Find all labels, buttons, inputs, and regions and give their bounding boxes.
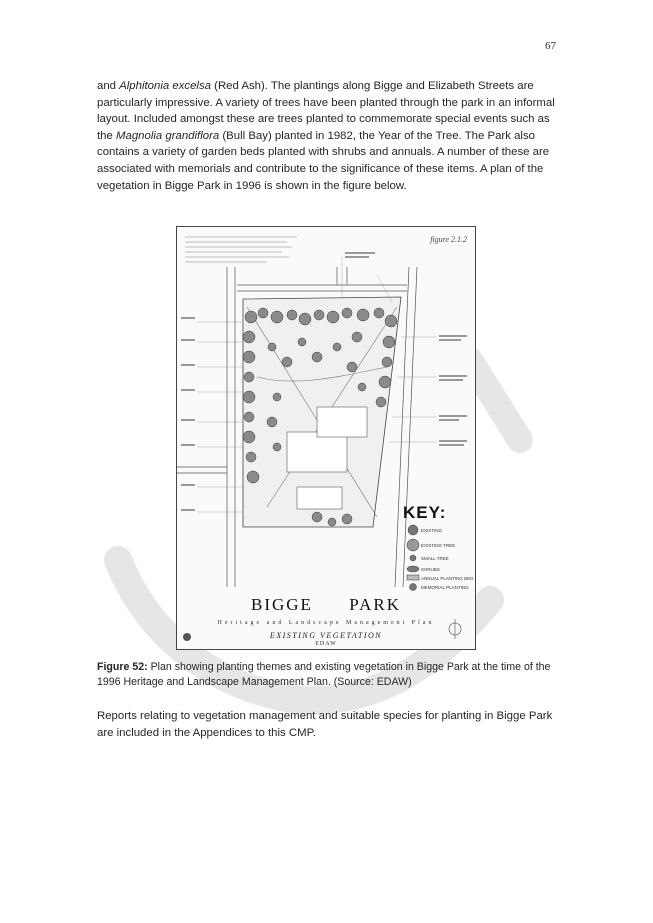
plan-heading: EXISTING VEGETATION [269, 631, 383, 640]
caption-label: Figure 52: [97, 661, 148, 673]
plan-credit: EDAW [315, 641, 337, 647]
paragraph-lead: and [97, 80, 120, 92]
figure-label: figure 2.1.2 [430, 235, 467, 244]
key-item: SHRUBS [421, 567, 440, 572]
key-item: EXISTING [421, 528, 443, 533]
key-item: EXISTING TREE [421, 543, 456, 548]
vegetation-plan-drawing [177, 236, 467, 641]
plan-subtitle: Heritage and Landscape Management Plan [217, 620, 435, 626]
figure-caption: Figure 52: Plan showing planting themes … [97, 660, 557, 690]
park-title: BIGGE PARK [251, 595, 401, 614]
vegetation-plan-figure: figure 2.1.2 KEY: EXISTING EXISTING TREE… [176, 226, 476, 650]
key-item: MEMORIAL PLANTING [421, 585, 469, 590]
paragraph-body: (Red Ash). The plantings along Bigge and… [97, 80, 555, 142]
species-name-magnolia: Magnolia grandiflora [116, 129, 220, 142]
key-item: SMALL TREE [421, 556, 449, 561]
key-title: KEY: [403, 503, 447, 522]
appendix-paragraph: Reports relating to vegetation managemen… [97, 710, 553, 739]
paragraph-tail: (Bull Bay) planted in 1982, the Year of … [97, 129, 550, 192]
page-number: 67 [545, 40, 556, 52]
caption-text: Plan showing planting themes and existin… [97, 661, 551, 688]
species-name-alphitonia: Alphitonia excelsa [119, 80, 211, 92]
intro-paragraph: and Alphitonia excelsa (Red Ash). The pl… [97, 78, 557, 194]
key-item: ANNUAL PLANTING BED [421, 576, 474, 581]
